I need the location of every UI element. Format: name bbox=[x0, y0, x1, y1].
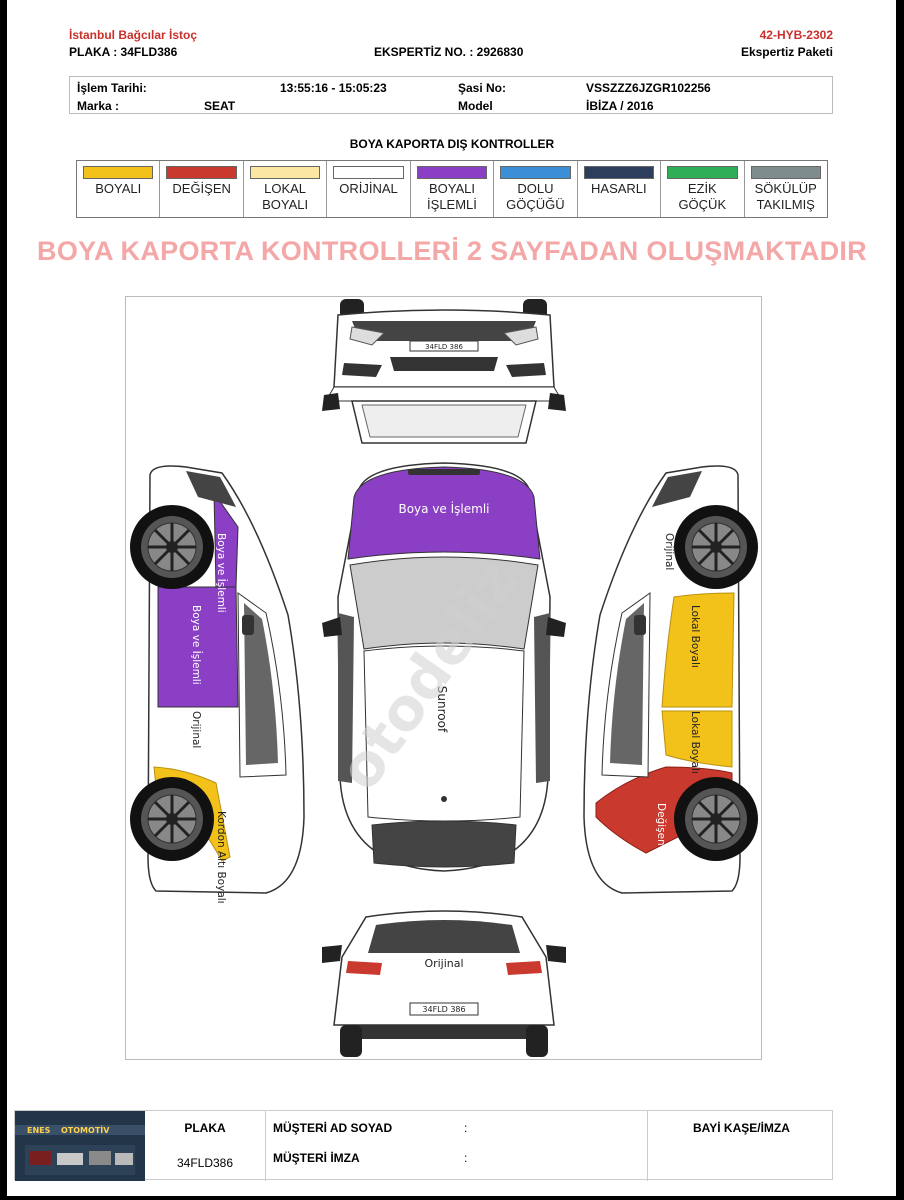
vehicle-info-box: İşlem Tarihi: 13:55:16 - 15:05:23 Şasi N… bbox=[69, 76, 833, 114]
legend-swatch bbox=[416, 166, 488, 179]
legend-swatch bbox=[249, 166, 321, 179]
legend-item: DOLU GÖÇÜĞÜ bbox=[494, 161, 578, 217]
legend-item: HASARLI bbox=[578, 161, 662, 217]
legend-item: DEĞİŞEN bbox=[160, 161, 244, 217]
tailgate-label: Orijinal bbox=[424, 957, 463, 970]
hood-label: Boya ve İşlemli bbox=[398, 501, 489, 516]
top-view: Boya ve İşlemli Sunroof bbox=[322, 462, 566, 872]
legend-swatch bbox=[333, 166, 404, 179]
left-rear-fender-label: Kordon Altı Boyalı bbox=[215, 811, 227, 904]
left-front-fender-label: Boya ve İşlemli bbox=[215, 533, 228, 613]
chassis-label: Şasi No: bbox=[458, 81, 507, 95]
right-front-door-label: Lokal Boyalı bbox=[689, 605, 701, 668]
brand-value: SEAT bbox=[204, 99, 236, 113]
car-damage-diagram: 34FLD 386 Boya ve İşlemli Sunroof bbox=[125, 296, 762, 1060]
logo-text-right: OTOMOTİV bbox=[61, 1125, 110, 1135]
plate-line: PLAKA : 34FLD386 bbox=[69, 45, 178, 59]
right-rear-door-label: Lokal Boyalı bbox=[689, 711, 701, 774]
legend-item: SÖKÜLÜP TAKILMIŞ bbox=[745, 161, 827, 217]
front-plate-label: 34FLD 386 bbox=[425, 343, 463, 351]
dealer-stamp-label: BAYİ KAŞE/İMZA bbox=[693, 1121, 790, 1135]
legend-label: DOLU GÖÇÜĞÜ bbox=[506, 181, 565, 212]
roof-label: Sunroof bbox=[435, 686, 449, 733]
legend-swatch bbox=[750, 166, 821, 179]
customer-signature-label: MÜŞTERİ İMZA bbox=[273, 1151, 360, 1165]
date-label: İşlem Tarihi: bbox=[77, 81, 147, 95]
legend-label: BOYALI İŞLEMLİ bbox=[427, 181, 477, 212]
model-value: İBİZA / 2016 bbox=[586, 99, 654, 113]
model-label: Model bbox=[458, 99, 493, 113]
legend-label: DEĞİŞEN bbox=[172, 181, 231, 196]
car-diagram-svg: 34FLD 386 Boya ve İşlemli Sunroof bbox=[130, 299, 758, 1057]
brand-label: Marka : bbox=[77, 99, 120, 113]
left-rear-door-label: Orijinal bbox=[190, 711, 202, 748]
right-rear-fender-label: Değişen bbox=[655, 803, 667, 846]
left-front-door-label: Boya ve İşlemli bbox=[190, 605, 203, 685]
legend-label: ORİJİNAL bbox=[339, 181, 398, 196]
divider bbox=[265, 1111, 266, 1181]
legend-swatch bbox=[667, 166, 738, 179]
customer-signature-colon: : bbox=[464, 1151, 468, 1165]
legend-swatch bbox=[500, 166, 571, 179]
dealer-name: İstanbul Bağcılar İstoç bbox=[69, 28, 198, 42]
right-side-view: Orijinal Lokal Boyalı Lokal Boyalı Değiş… bbox=[583, 465, 758, 894]
two-page-notice: BOYA KAPORTA KONTROLLERİ 2 SAYFADAN OLUŞ… bbox=[37, 236, 867, 266]
package-name: Ekspertiz Paketi bbox=[740, 45, 833, 59]
legend-label: EZİK GÖÇÜK bbox=[678, 181, 727, 212]
customer-name-label: MÜŞTERİ AD SOYAD bbox=[273, 1121, 393, 1135]
rear-plate-label: 34FLD 386 bbox=[422, 1005, 465, 1014]
date-value: 13:55:16 - 15:05:23 bbox=[280, 81, 387, 95]
front-view: 34FLD 386 bbox=[322, 299, 566, 444]
expertise-number: EKSPERTİZ NO. : 2926830 bbox=[374, 45, 524, 59]
section-title: BOYA KAPORTA DIŞ KONTROLLER bbox=[349, 137, 555, 151]
legend-label: LOKAL BOYALI bbox=[262, 181, 309, 212]
legend-swatch bbox=[583, 166, 655, 179]
plate-header: PLAKA bbox=[184, 1121, 226, 1135]
footer-signature-table: ENES OTOMOTİV PLAKA 34FLD386 MÜŞTERİ AD … bbox=[14, 1110, 833, 1181]
plate-value: 34FLD386 bbox=[176, 1156, 234, 1170]
dealer-logo: ENES OTOMOTİV bbox=[15, 1111, 145, 1181]
chassis-value: VSSZZZ6JZGR102256 bbox=[586, 81, 711, 95]
legend-item: LOKAL BOYALI bbox=[244, 161, 328, 217]
legend-label: BOYALI bbox=[95, 181, 142, 196]
legend-label: SÖKÜLÜP TAKILMIŞ bbox=[754, 181, 817, 212]
legend-item: BOYALI İŞLEMLİ bbox=[411, 161, 495, 217]
right-front-fender-label: Orijinal bbox=[663, 533, 675, 570]
legend-swatch bbox=[83, 166, 154, 179]
legend-item: ORİJİNAL bbox=[327, 161, 411, 217]
divider bbox=[647, 1111, 648, 1181]
legend-swatch bbox=[166, 166, 237, 179]
legend-item: BOYALI bbox=[77, 161, 161, 217]
rear-view: Orijinal 34FLD 386 bbox=[322, 910, 566, 1057]
left-side-view: Boya ve İşlemli Boya ve İşlemli Orijinal… bbox=[130, 465, 305, 904]
logo-text-left: ENES bbox=[27, 1126, 51, 1135]
legend-label: HASARLI bbox=[591, 181, 647, 196]
color-legend: BOYALI DEĞİŞEN LOKAL BOYALI ORİJİNAL BOY… bbox=[76, 160, 828, 218]
customer-name-colon: : bbox=[464, 1121, 468, 1135]
reference-code: 42-HYB-2302 bbox=[759, 28, 833, 42]
legend-item: EZİK GÖÇÜK bbox=[661, 161, 745, 217]
